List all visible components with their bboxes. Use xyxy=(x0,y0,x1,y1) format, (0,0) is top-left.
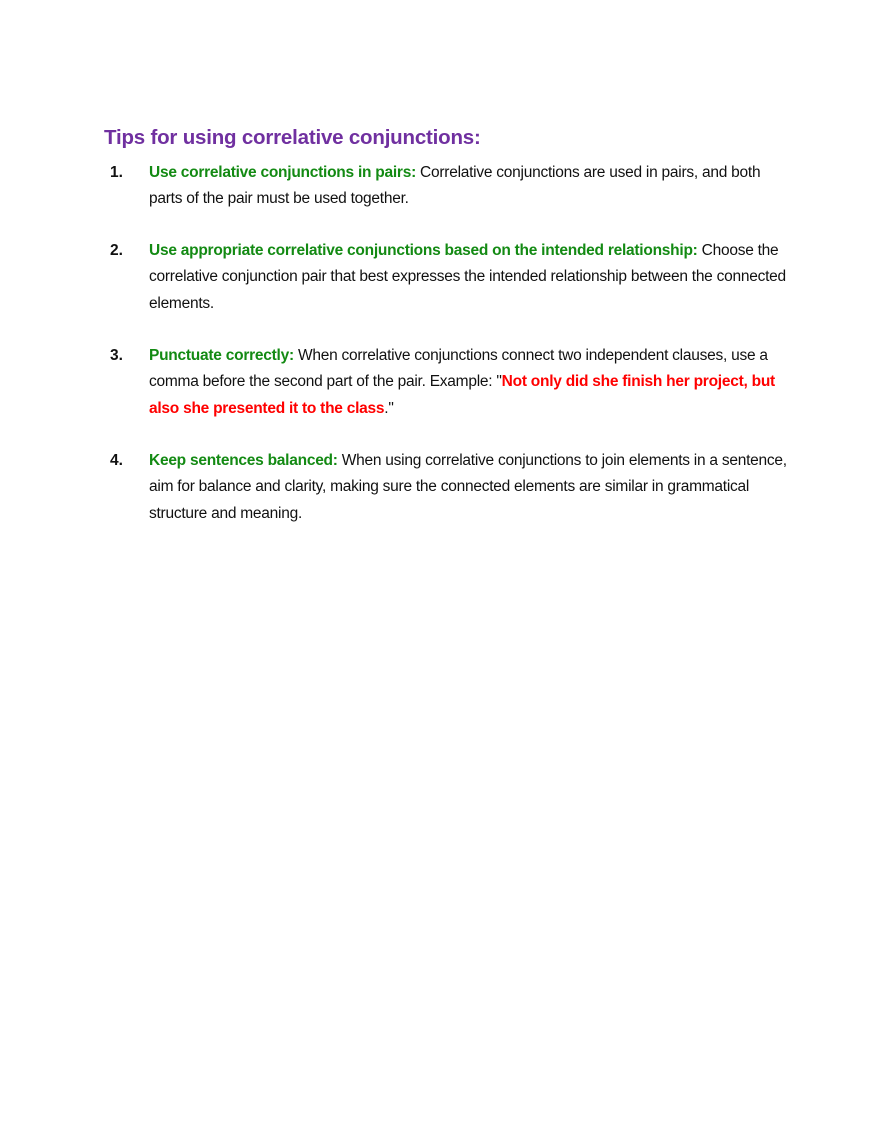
item-number: 3. xyxy=(110,347,123,364)
item-number: 2. xyxy=(110,242,123,259)
item-body: Choose the correlative conjunction pair … xyxy=(149,242,786,312)
item-text: Keep sentences balanced: When using corr… xyxy=(149,448,789,527)
item-text: Use correlative conjunctions in pairs: C… xyxy=(149,160,789,213)
example-sentence: Not only did she finish her project, but… xyxy=(149,373,775,417)
item-body: Correlative conjunctions are used in pai… xyxy=(149,164,761,208)
item-number: 4. xyxy=(110,452,123,469)
item-body: When correlative conjunctions connect tw… xyxy=(149,347,768,391)
item-heading: Keep sentences balanced: xyxy=(149,452,338,469)
item-body: When using correlative conjunctions to j… xyxy=(149,452,787,522)
item-body-end: ." xyxy=(384,399,394,417)
item-heading: Use appropriate correlative conjunctions… xyxy=(149,242,698,259)
item-number: 1. xyxy=(110,164,123,181)
item-text: Punctuate correctly: When correlative co… xyxy=(149,343,789,422)
page-title: Tips for using correlative conjunctions: xyxy=(104,126,481,149)
item-heading: Punctuate correctly: xyxy=(149,347,294,364)
item-heading: Use correlative conjunctions in pairs: xyxy=(149,164,416,181)
item-text: Use appropriate correlative conjunctions… xyxy=(149,238,789,317)
